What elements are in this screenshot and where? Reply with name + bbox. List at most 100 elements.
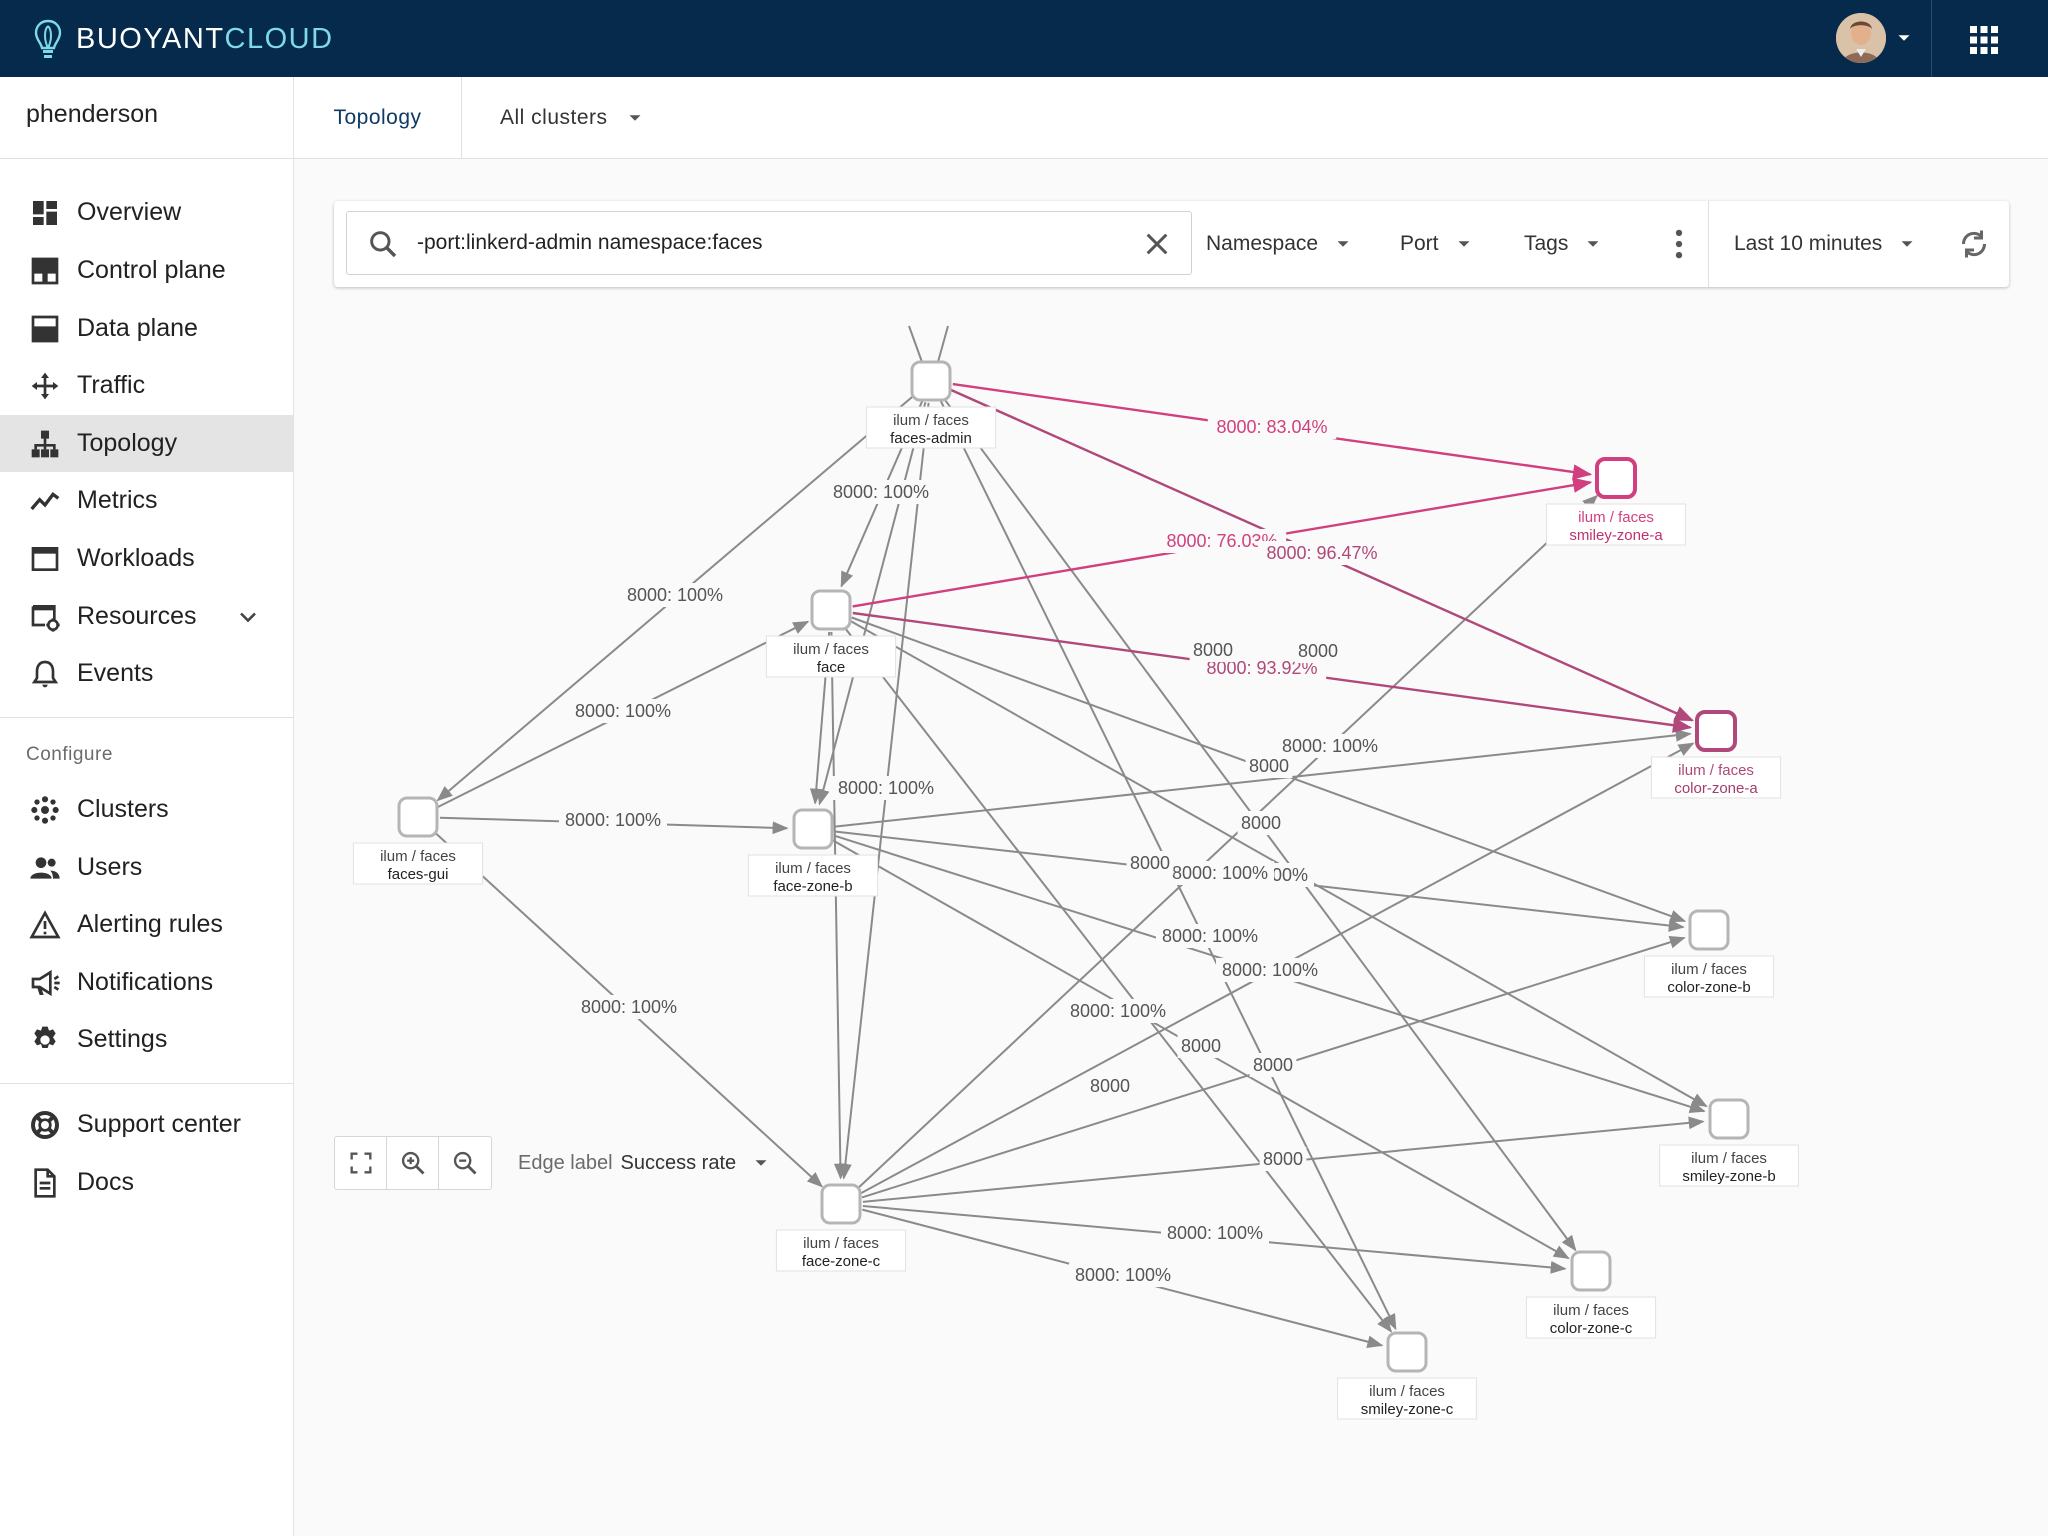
sidebar-item-label: Docs — [77, 1168, 134, 1196]
sidebar-item-label: Events — [77, 659, 154, 687]
node-name: faces-gui — [388, 866, 449, 883]
tags-filter-label: Tags — [1524, 232, 1569, 255]
zoom-out-button[interactable] — [439, 1137, 491, 1189]
svg-text:8000: 8000 — [1298, 641, 1338, 661]
close-icon[interactable] — [1141, 228, 1173, 260]
clusters-icon — [28, 793, 62, 827]
graph-edge[interactable] — [830, 631, 847, 1180]
sidebar-item-traffic[interactable]: Traffic — [0, 357, 293, 414]
port-filter-label: Port — [1400, 232, 1439, 255]
user-avatar[interactable] — [1836, 13, 1886, 63]
sidebar-item-resources[interactable]: Resources — [0, 588, 293, 645]
sidebar-item-label: Traffic — [77, 371, 146, 399]
time-range-select[interactable]: Last 10 minutes — [1734, 221, 1918, 267]
node-namespace: ilum / faces — [803, 1235, 879, 1252]
edge-label: 8000: 100% — [832, 776, 940, 800]
edge-label: 8000 — [1189, 638, 1237, 662]
node-name: faces-admin — [890, 430, 972, 447]
sidebar-divider — [0, 158, 293, 159]
caret-down-icon — [1458, 241, 1470, 247]
sidebar-item-control-plane[interactable]: Control plane — [0, 242, 293, 299]
namespace-filter-label: Namespace — [1206, 232, 1319, 255]
svg-text:8000: 100%: 8000: 100% — [1070, 1001, 1166, 1021]
search-icon — [370, 231, 397, 258]
zoom-controls — [334, 1136, 492, 1190]
fullscreen-icon — [350, 1152, 371, 1174]
brand-name-secondary: CLOUD — [224, 23, 334, 55]
configure-section-title: Configure — [26, 744, 113, 765]
sidebar-item-label: Alerting rules — [77, 910, 223, 938]
sidebar-item-workloads[interactable]: Workloads — [0, 530, 293, 587]
sidebar-item-users[interactable]: Users — [0, 839, 293, 896]
bell-icon — [28, 657, 62, 691]
sidebar-item-overview[interactable]: Overview — [0, 184, 293, 241]
sidebar: phenderson Overview Control plane Data p… — [0, 77, 294, 1536]
sidebar-item-metrics[interactable]: Metrics — [0, 472, 293, 529]
edge-label: 8000: 100% — [827, 480, 935, 504]
caret-down-icon — [629, 115, 641, 121]
port-filter[interactable]: Port — [1400, 221, 1475, 267]
svg-text:8000: 100%: 8000: 100% — [1222, 960, 1318, 980]
zoom-in-icon — [401, 1151, 424, 1175]
sidebar-item-support-center[interactable]: Support center — [0, 1096, 293, 1153]
lighthouse-logo-icon — [34, 19, 62, 58]
sidebar-item-label: Data plane — [77, 314, 198, 342]
node-namespace: ilum / faces — [1678, 762, 1754, 779]
buoyant-cloud-logo[interactable]: BUOYANTCLOUD — [32, 18, 334, 60]
node-namespace: ilum / faces — [1369, 1383, 1445, 1400]
control-plane-icon — [28, 254, 62, 288]
node-namespace: ilum / faces — [1671, 961, 1747, 978]
cluster-select[interactable]: All clusters — [500, 77, 646, 159]
sidebar-item-notifications[interactable]: Notifications — [0, 954, 293, 1011]
sidebar-item-docs[interactable]: Docs — [0, 1154, 293, 1211]
fit-view-button[interactable] — [335, 1137, 387, 1189]
zoom-in-button[interactable] — [387, 1137, 439, 1189]
sidebar-item-label: Notifications — [77, 968, 214, 996]
edge-label-value: Success rate — [620, 1151, 737, 1174]
edge-label: 8000 — [1237, 811, 1285, 835]
refresh-icon[interactable] — [1956, 226, 1992, 262]
sidebar-item-label: Overview — [77, 198, 182, 226]
sidebar-item-data-plane[interactable]: Data plane — [0, 300, 293, 357]
sidebar-item-events[interactable]: Events — [0, 645, 293, 702]
search-input[interactable] — [417, 220, 1117, 266]
edge-label: 8000: 100% — [559, 808, 667, 832]
account-dropdown-icon[interactable] — [1893, 27, 1915, 49]
edge-label: 8000 — [1086, 1074, 1134, 1098]
node-namespace: ilum / faces — [1578, 509, 1654, 526]
header-divider — [1931, 0, 1932, 77]
brand-name-primary: BUOYANT — [76, 23, 225, 55]
svg-text:8000: 100%: 8000: 100% — [1167, 1223, 1263, 1243]
more-vert-icon[interactable] — [1660, 225, 1698, 263]
tags-filter[interactable]: Tags — [1524, 221, 1604, 267]
svg-text:8000: 76.03%: 8000: 76.03% — [1166, 531, 1277, 551]
sidebar-item-clusters[interactable]: Clusters — [0, 781, 293, 838]
edge-label-select[interactable]: Edge label Success rate — [518, 1146, 772, 1180]
sidebar-item-label: Workloads — [77, 544, 195, 572]
sidebar-item-alerting-rules[interactable]: Alerting rules — [0, 896, 293, 953]
namespace-filter[interactable]: Namespace — [1206, 221, 1354, 267]
edge-label: 8000: 100% — [1216, 958, 1324, 982]
graph-edge[interactable] — [856, 494, 1599, 1190]
sidebar-item-topology[interactable]: Topology — [0, 415, 293, 472]
users-icon — [28, 851, 62, 885]
sidebar-item-settings[interactable]: Settings — [0, 1011, 293, 1068]
node-namespace: ilum / faces — [893, 412, 969, 429]
chevron-down-icon[interactable] — [234, 603, 262, 631]
tab-topology[interactable]: Topology — [294, 77, 462, 159]
apps-grid-icon[interactable] — [1966, 22, 2002, 58]
svg-text:8000: 100%: 8000: 100% — [581, 997, 677, 1017]
node-namespace: ilum / faces — [380, 848, 456, 865]
node-name: smiley-zone-a — [1569, 527, 1663, 544]
